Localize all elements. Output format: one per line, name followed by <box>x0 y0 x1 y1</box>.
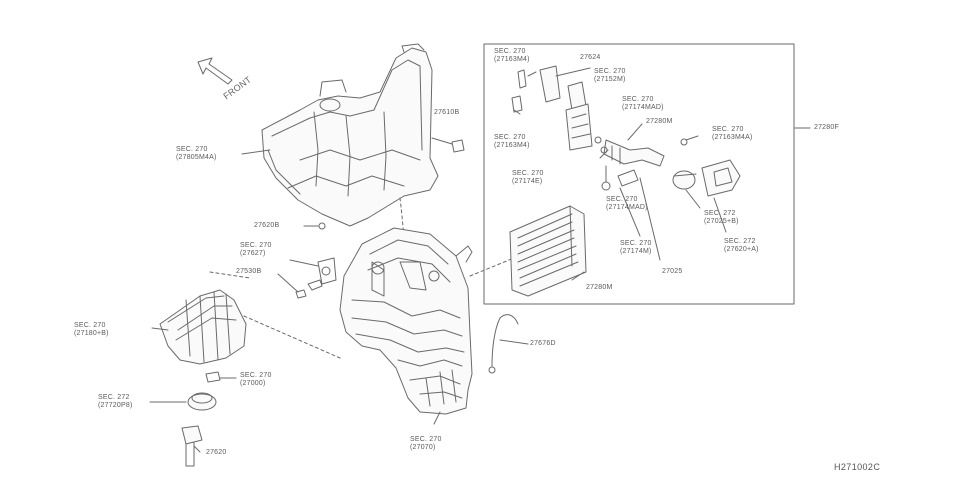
screw-right <box>680 135 699 146</box>
clip-27000 <box>205 371 221 383</box>
leader-lines <box>149 67 727 453</box>
label-sec270-27070: SEC. 270(27070) <box>410 436 442 451</box>
label-27620: 27620 <box>206 449 227 456</box>
drain-hose <box>488 314 519 374</box>
label-box-27624: 27624 <box>580 54 601 61</box>
label-sec272-27720: SEC. 272(27720P8) <box>98 394 133 409</box>
blower-fan <box>187 392 217 411</box>
label-box-27280m-2: 27280M <box>586 284 613 291</box>
label-box-sec270-d: SEC. 270(27174MAD) <box>622 96 664 111</box>
label-sec270-27771: SEC. 270(27627) <box>240 242 272 257</box>
clip-27610b <box>451 139 465 153</box>
label-sec270-27000: SEC. 270(27000) <box>240 372 272 387</box>
label-sec270-27180: SEC. 270(27180+B) <box>74 322 109 337</box>
thermistor-parts <box>511 65 608 154</box>
expansion-valve <box>601 139 665 191</box>
label-box-27280m: 27280M <box>646 118 673 125</box>
label-box-sec270-f: SEC. 270(27174E) <box>512 170 544 185</box>
alignment-line-4 <box>469 257 515 277</box>
label-box-sec272-h: SEC. 272(27025+B) <box>704 210 739 225</box>
label-27280f: 27280F <box>814 124 839 131</box>
label-box-sec272-j: SEC. 272(27620+A) <box>724 238 759 253</box>
label-box-sec270-i: SEC. 270(27174M) <box>620 240 652 255</box>
label-27620b: 27620B <box>254 222 280 229</box>
alignment-line-3 <box>209 271 251 279</box>
blower-motor <box>181 425 203 467</box>
label-27610b: 27610B <box>434 109 460 116</box>
label-box-sec270-c: SEC. 270(27163M4) <box>494 134 530 149</box>
heater-unit-main <box>339 227 473 415</box>
evaporator-core <box>509 205 587 297</box>
label-box-sec270-e: SEC. 270(27163M4A) <box>712 126 753 141</box>
screw-27530b <box>295 289 307 299</box>
blower-housing-upper <box>261 43 439 227</box>
label-27676d: 27676D <box>530 340 556 347</box>
label-box-sec270-g: SEC. 270(27174MAD) <box>606 196 648 211</box>
diagram-code: H271002C <box>834 462 881 472</box>
front-arrow-icon <box>197 57 233 85</box>
detail-box <box>483 43 795 305</box>
label-27530b: 27530B <box>236 268 262 275</box>
actuator-motor <box>307 257 337 291</box>
blower-motor-housing <box>159 289 247 365</box>
label-box-sec270-b: SEC. 270(27152M) <box>594 68 626 83</box>
label-box-27025: 27025 <box>662 268 683 275</box>
label-sec270-27805: SEC. 270(27805M4A) <box>176 146 217 161</box>
seal-pads <box>672 159 741 197</box>
alignment-line-2 <box>243 315 341 359</box>
screw-27620b <box>318 222 326 230</box>
label-box-sec270-a: SEC. 270(27163M4) <box>494 48 530 63</box>
